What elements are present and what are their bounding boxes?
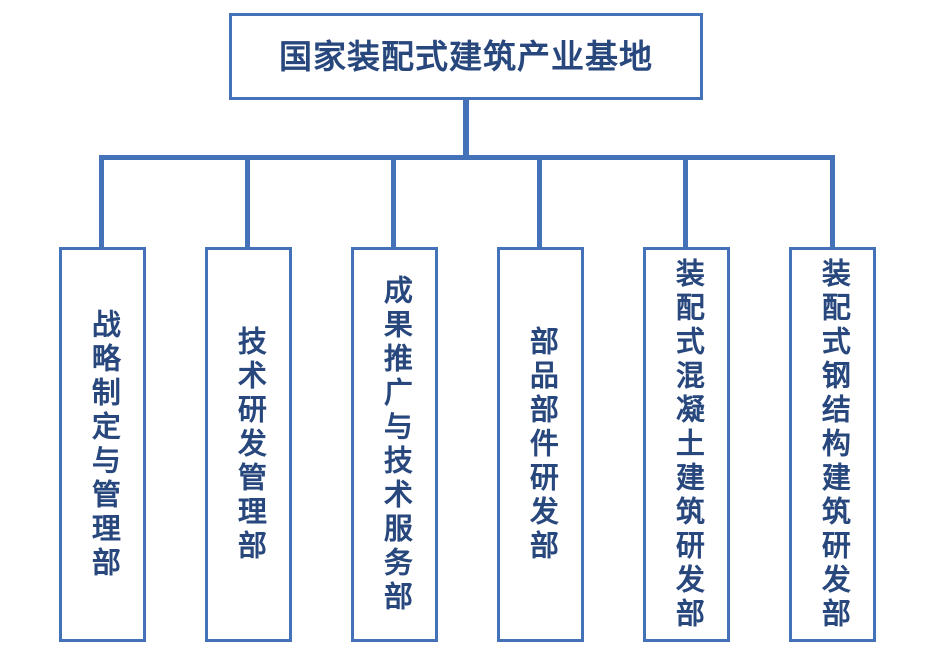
org-node-child-4[interactable]: 部品部件研发部 — [497, 247, 584, 642]
connector-drop-5 — [683, 155, 688, 248]
org-node-child-5-label: 装配式混凝土建筑研发部 — [671, 257, 704, 632]
org-node-child-4-label: 部品部件研发部 — [525, 325, 558, 564]
org-node-child-2-label: 技术研发管理部 — [233, 325, 266, 564]
connector-drop-3 — [391, 155, 396, 248]
org-node-child-1[interactable]: 战略制定与管理部 — [59, 247, 146, 642]
connector-drop-4 — [537, 155, 542, 248]
connector-drop-6 — [830, 155, 835, 248]
org-node-child-2[interactable]: 技术研发管理部 — [205, 247, 292, 642]
connector-drop-2 — [245, 155, 250, 248]
org-node-root-label: 国家装配式建筑产业基地 — [279, 38, 653, 75]
org-node-child-1-label: 战略制定与管理部 — [87, 308, 120, 581]
connector-horizontal-bus — [99, 155, 835, 160]
org-node-child-3[interactable]: 成果推广与技术服务部 — [351, 247, 438, 642]
connector-drop-1 — [99, 155, 104, 248]
org-node-child-5[interactable]: 装配式混凝土建筑研发部 — [643, 247, 730, 642]
org-node-child-3-label: 成果推广与技术服务部 — [379, 274, 412, 615]
org-node-child-6-label: 装配式钢结构建筑研发部 — [817, 257, 850, 632]
org-node-child-6[interactable]: 装配式钢结构建筑研发部 — [789, 247, 876, 642]
org-node-root[interactable]: 国家装配式建筑产业基地 — [229, 13, 703, 100]
connector-root-stem — [463, 100, 469, 158]
